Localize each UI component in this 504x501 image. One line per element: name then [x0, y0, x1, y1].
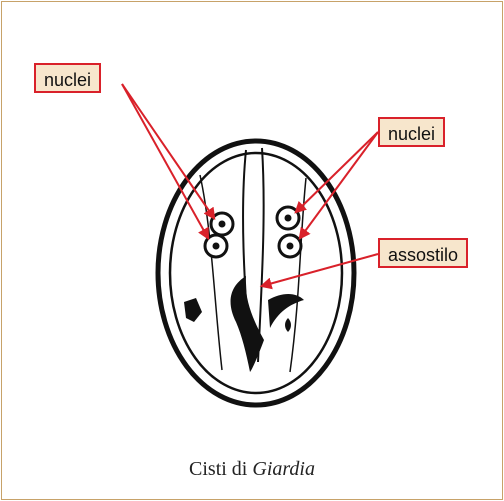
nucleolus — [287, 243, 294, 250]
caption-genus: Giardia — [252, 458, 315, 480]
axostyle-label: assostilo — [378, 238, 468, 268]
fiber-line — [258, 148, 264, 362]
nucleolus — [213, 243, 220, 250]
arrow-nuclei-left-2 — [122, 84, 208, 238]
fiber-line — [200, 175, 222, 370]
nucleolus — [285, 215, 292, 222]
nucleolus — [219, 221, 226, 228]
parabasal-body — [184, 298, 202, 322]
nuclei-label-right: nuclei — [378, 117, 445, 147]
caption-prefix: Cisti di — [189, 458, 252, 480]
parabasal-body — [285, 318, 291, 332]
arrow-nuclei-left-1 — [122, 84, 214, 218]
arrow-nuclei-right-2 — [300, 132, 378, 238]
nuclei-label-left: nuclei — [34, 63, 101, 93]
arrow-axostyle — [262, 254, 378, 286]
figure-caption: Cisti di Giardia — [0, 458, 504, 481]
